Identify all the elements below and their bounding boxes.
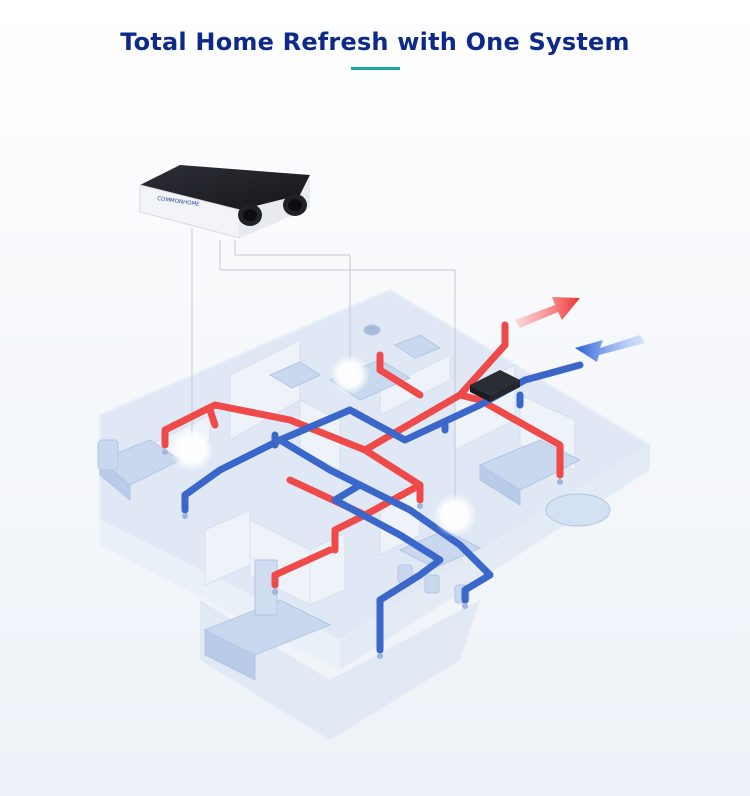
vent-outlets	[162, 449, 563, 659]
air-outlet-glows	[170, 355, 477, 537]
page-title: Total Home Refresh with One System	[120, 28, 630, 56]
connection-lines	[191, 228, 456, 510]
unit-brand-label: COMMONHOME	[157, 196, 201, 208]
interior-walls	[119, 339, 576, 606]
distribution-box	[470, 370, 520, 402]
ventilation-unit: COMMONHOME	[139, 165, 310, 239]
intake-arrow-icon	[575, 335, 645, 362]
title-underline	[351, 67, 400, 70]
furniture	[97, 324, 611, 681]
exhaust-arrow-icon	[515, 297, 580, 328]
